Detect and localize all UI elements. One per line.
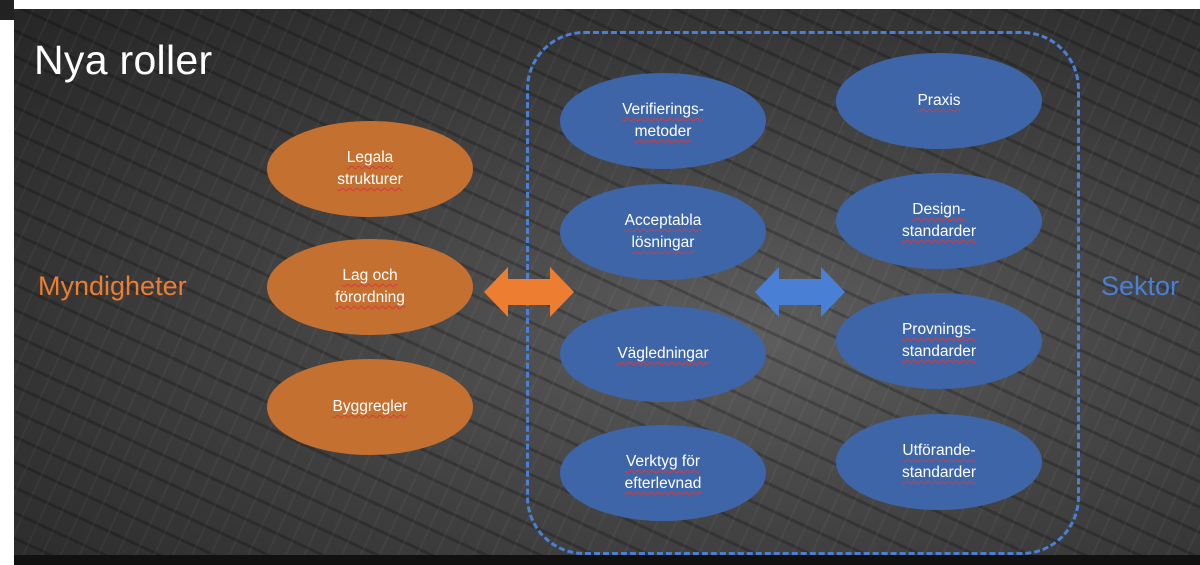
sector-ellipse: Provnings- standarder (836, 293, 1042, 389)
authority-ellipse: Byggregler (267, 359, 473, 455)
sector-item-label: Design- standarder (901, 201, 977, 240)
sector-ellipse: Design- standarder (836, 173, 1042, 269)
sector-item-label: Verktyg för efterlevnad (624, 453, 702, 492)
authority-ellipse: Legala strukturer (267, 121, 473, 217)
sector-ellipse: Vägledningar (560, 306, 766, 402)
authority-ellipse: Lag och förordning (267, 239, 473, 335)
arrow-shape (755, 267, 845, 317)
window-corner (0, 0, 14, 20)
sector-item-label: Vägledningar (617, 345, 709, 362)
sector-item-label: Provnings- standarder (901, 321, 977, 360)
sector-item-label: Acceptabla lösningar (624, 212, 702, 251)
authority-label: Byggregler (332, 398, 408, 415)
authority-label: Legala strukturer (337, 149, 403, 188)
bottom-bar (14, 555, 1200, 565)
double-arrow-icon (755, 267, 845, 317)
double-arrow-icon (484, 267, 574, 317)
sector-item-label: Verifierings- metoder (622, 101, 704, 140)
slide: Nya roller Myndigheter Sektor Legala str… (14, 9, 1200, 565)
arrow-shape (484, 267, 574, 317)
sector-ellipse: Verifierings- metoder (560, 73, 766, 169)
sector-ellipse: Acceptabla lösningar (560, 184, 766, 280)
page-title: Nya roller (34, 37, 213, 83)
sector-ellipse: Praxis (836, 53, 1042, 149)
authority-label: Lag och förordning (335, 267, 405, 306)
sector-item-label: Praxis (917, 92, 961, 109)
sector-label: Sektor (1101, 271, 1180, 301)
authorities-label: Myndigheter (38, 271, 187, 301)
sector-ellipse: Verktyg för efterlevnad (560, 425, 766, 521)
sector-ellipse: Utförande- standarder (836, 414, 1042, 510)
sector-item-label: Utförande- standarder (901, 442, 977, 481)
